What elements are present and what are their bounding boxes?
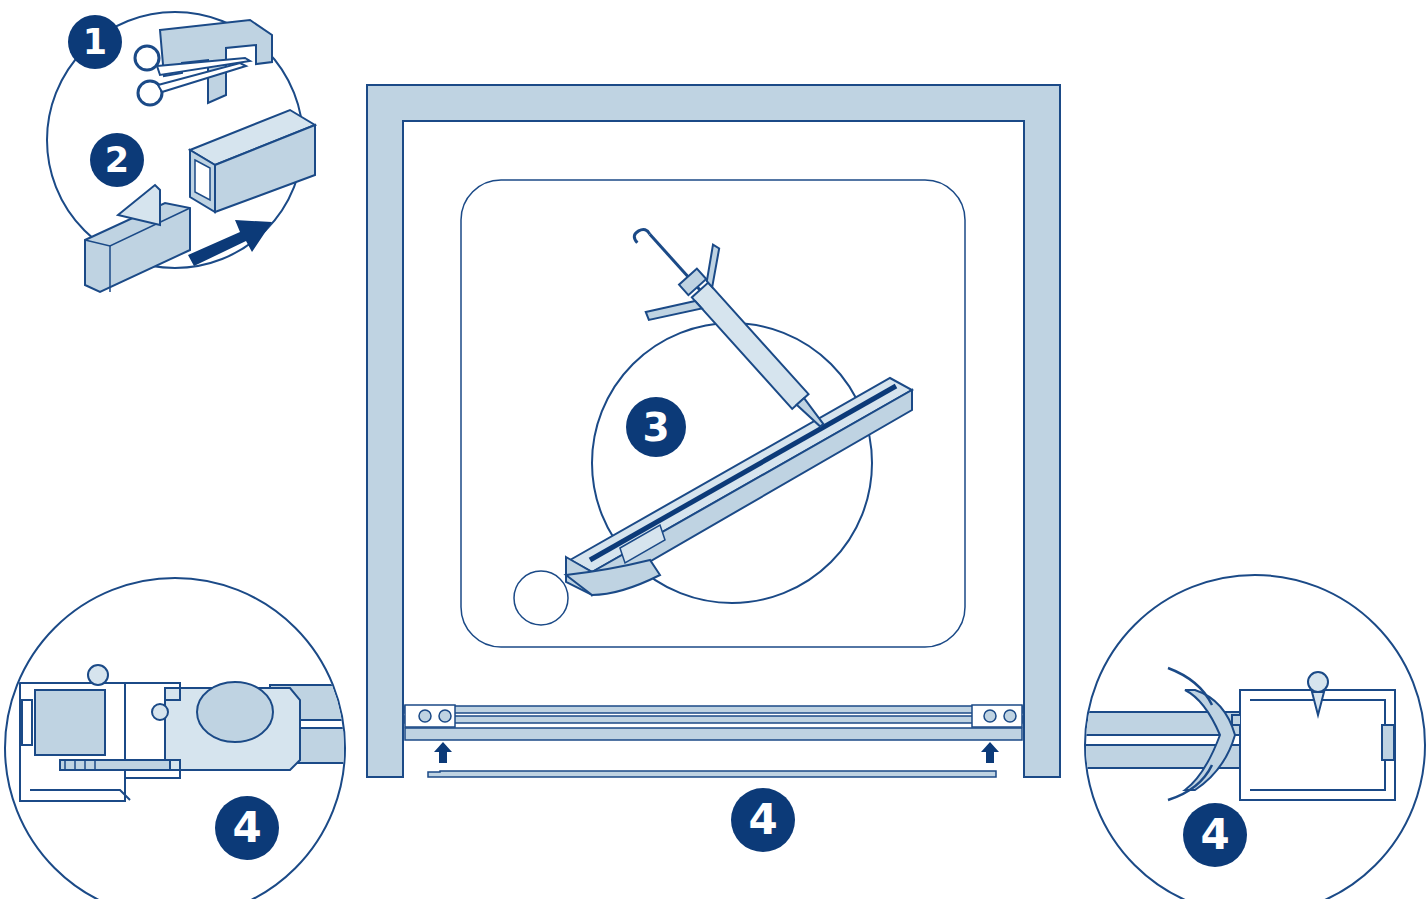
roller-detail-part <box>20 665 380 801</box>
door-track-part <box>405 728 1022 740</box>
roller-detail-part-part <box>22 700 32 745</box>
callout-number: 4 <box>215 796 279 860</box>
up-arrow <box>434 742 999 763</box>
up-arrow-part <box>434 742 452 763</box>
shower-tray <box>461 180 965 647</box>
cutting-detail-part <box>188 220 272 266</box>
callout-number: 1 <box>68 15 122 69</box>
callout-number: 2 <box>90 133 144 187</box>
guide-detail-part-part <box>1168 765 1212 800</box>
roller-detail <box>5 578 380 899</box>
roller-detail-part <box>5 578 345 899</box>
sealant-detail <box>514 198 912 625</box>
roller-detail-part-part <box>30 790 130 800</box>
door-track-part <box>972 705 1022 727</box>
sealant-detail-part <box>590 386 896 560</box>
roller-detail-part-part <box>65 760 95 770</box>
door-track <box>405 705 1022 777</box>
sealant-detail-part <box>514 571 568 625</box>
door-track-part <box>419 710 431 722</box>
cutting-detail-part <box>215 125 315 212</box>
roller-detail-part-part <box>152 704 168 720</box>
guide-detail-part <box>1080 668 1395 800</box>
shower-tray-part <box>461 180 965 647</box>
guide-detail-part <box>1085 575 1425 899</box>
door-track-part <box>439 710 451 722</box>
cutting-detail-part <box>135 46 159 70</box>
shower-frame-part <box>367 85 1060 777</box>
sealant-detail-part <box>600 198 853 464</box>
guide-detail-part-part <box>1240 690 1395 800</box>
roller-detail-part-part <box>197 682 273 742</box>
roller-detail-part-part <box>20 683 125 801</box>
guide-detail-part-part <box>1312 692 1324 715</box>
door-track-part <box>428 771 996 777</box>
cutting-detail-part <box>195 160 210 200</box>
sealant-detail-part <box>620 525 665 563</box>
guide-detail <box>1080 575 1425 899</box>
roller-detail-part-part <box>35 690 105 755</box>
cutting-detail-part <box>190 150 215 212</box>
door-track-part <box>405 706 1022 713</box>
guide-detail-part-part <box>1308 672 1328 692</box>
sealant-detail-part-part <box>679 269 706 295</box>
cutting-detail-part <box>158 63 246 92</box>
cutting-detail-part <box>118 185 160 225</box>
door-track-part <box>405 705 455 727</box>
up-arrow-part <box>981 742 999 763</box>
door-track-part <box>405 716 1022 723</box>
sealant-detail-part <box>566 560 660 595</box>
sealant-detail-part-part <box>692 283 809 409</box>
guide-detail-part-part <box>1185 690 1235 790</box>
guide-detail-part-part <box>1168 668 1212 705</box>
cutting-detail-part <box>109 246 111 292</box>
guide-detail-part-part <box>1382 725 1394 760</box>
shower-frame <box>367 85 1060 777</box>
callout-number: 4 <box>731 788 795 852</box>
roller-detail-part-part <box>88 665 108 685</box>
sealant-detail-part-part <box>632 226 650 244</box>
sealant-detail-part-part <box>797 398 826 428</box>
callout-number: 3 <box>626 397 686 457</box>
guide-detail-part-part <box>1232 715 1240 725</box>
door-track-part <box>984 710 996 722</box>
cutting-detail <box>47 12 315 292</box>
sealant-detail-part <box>570 378 912 572</box>
callout-number: 4 <box>1183 803 1247 867</box>
roller-detail-part-part <box>60 760 170 770</box>
door-track-part <box>1004 710 1016 722</box>
